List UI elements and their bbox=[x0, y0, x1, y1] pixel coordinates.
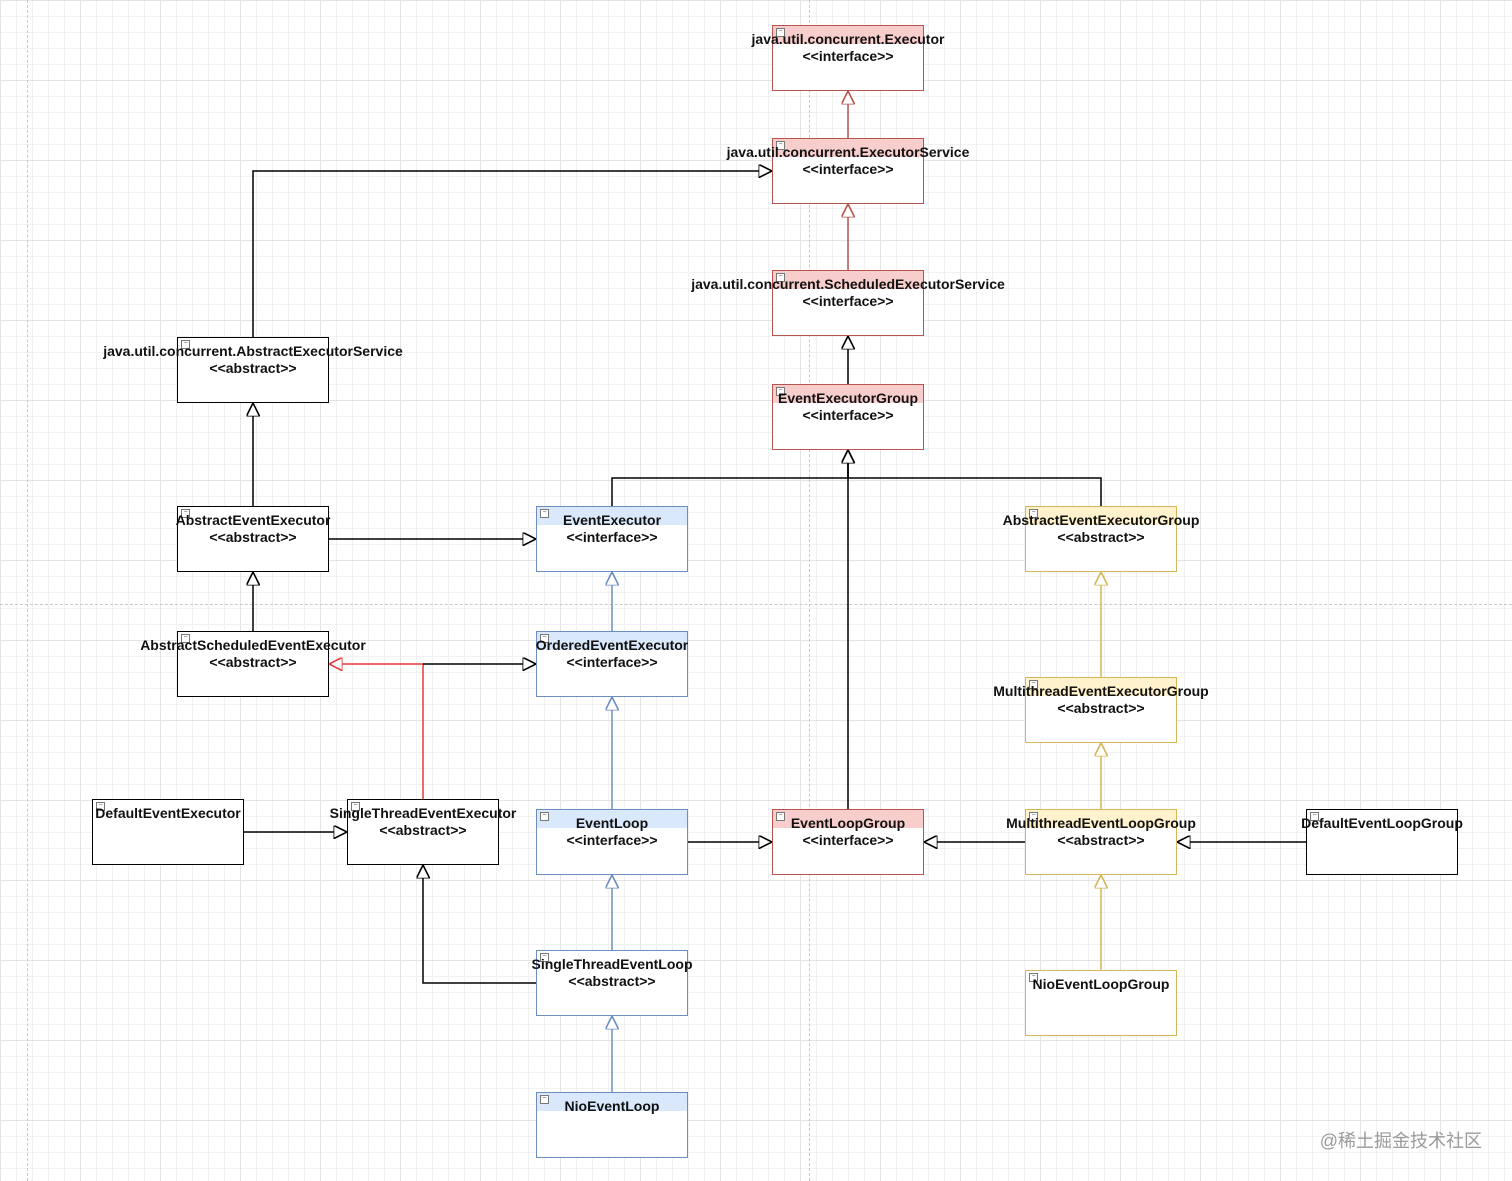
class-node-multithread-event-loop-group[interactable]: − MultithreadEventLoopGroup <<abstract>> bbox=[1006, 809, 1196, 875]
watermark: @稀土掘金技术社区 bbox=[1319, 1131, 1482, 1151]
node-title: EventLoopGroup bbox=[790, 815, 906, 831]
node-title: SingleThreadEventExecutor bbox=[329, 805, 517, 821]
node-title: MultithreadEventExecutorGroup bbox=[993, 683, 1209, 699]
node-title: java.util.concurrent.Executor bbox=[751, 31, 945, 47]
guide-line bbox=[27, 0, 28, 1181]
node-stereotype: <<abstract>> bbox=[568, 973, 656, 989]
node-stereotype: <<abstract>> bbox=[1057, 700, 1145, 716]
node-title: NioEventLoopGroup bbox=[1032, 976, 1170, 992]
node-stereotype: <<abstract>> bbox=[209, 360, 297, 376]
guide-line bbox=[809, 0, 810, 1181]
node-title: java.util.concurrent.AbstractExecutorSer… bbox=[103, 343, 403, 359]
edge-singleThreadEventLoop-to-singleThreadEventExecutor[interactable] bbox=[423, 865, 536, 984]
node-title: MultithreadEventLoopGroup bbox=[1006, 815, 1196, 831]
node-title: DefaultEventExecutor bbox=[95, 805, 241, 821]
edge-singleThreadEventExecutor-to-abstractScheduledEventExecutor[interactable] bbox=[329, 664, 424, 799]
node-title: EventExecutor bbox=[562, 512, 662, 528]
node-stereotype: <<interface>> bbox=[802, 48, 894, 64]
class-node-default-event-loop-group[interactable]: − DefaultEventLoopGroup bbox=[1301, 809, 1463, 875]
collapse-icon[interactable]: − bbox=[540, 953, 549, 962]
node-title: DefaultEventLoopGroup bbox=[1301, 815, 1463, 831]
node-stereotype: <<interface>> bbox=[802, 832, 894, 848]
collapse-icon[interactable]: − bbox=[540, 634, 549, 643]
class-node-single-thread-event-loop[interactable]: − SingleThreadEventLoop <<abstract>> bbox=[531, 950, 693, 1016]
node-title: AbstractEventExecutorGroup bbox=[1002, 512, 1200, 528]
class-node-event-executor-group[interactable]: − EventExecutorGroup <<interface>> bbox=[772, 384, 924, 450]
collapse-icon[interactable]: − bbox=[181, 340, 190, 349]
collapse-icon[interactable]: − bbox=[776, 387, 785, 396]
node-stereotype: <<interface>> bbox=[802, 407, 894, 423]
node-title: NioEventLoop bbox=[564, 1098, 660, 1114]
class-node-abstract-event-executor-group[interactable]: − AbstractEventExecutorGroup <<abstract>… bbox=[1003, 506, 1199, 572]
class-node-multithread-event-executor-group[interactable]: − MultithreadEventExecutorGroup <<abstra… bbox=[993, 677, 1209, 743]
collapse-icon[interactable]: − bbox=[1310, 812, 1319, 821]
class-node-single-thread-event-executor[interactable]: − SingleThreadEventExecutor <<abstract>> bbox=[330, 799, 516, 865]
node-title: java.util.concurrent.ExecutorService bbox=[726, 144, 970, 160]
class-node-abstract-executor-service[interactable]: − java.util.concurrent.AbstractExecutorS… bbox=[103, 337, 403, 403]
collapse-icon[interactable]: − bbox=[96, 802, 105, 811]
class-node-executor[interactable]: − java.util.concurrent.Executor <<interf… bbox=[752, 25, 944, 91]
collapse-icon[interactable]: − bbox=[181, 634, 190, 643]
node-title: AbstractEventExecutor bbox=[175, 512, 331, 528]
class-node-abstract-scheduled-event-executor[interactable]: − AbstractScheduledEventExecutor <<abstr… bbox=[140, 631, 366, 697]
class-node-event-executor[interactable]: − EventExecutor <<interface>> bbox=[536, 506, 688, 572]
collapse-icon[interactable]: − bbox=[1029, 812, 1038, 821]
class-node-abstract-event-executor[interactable]: − AbstractEventExecutor <<abstract>> bbox=[175, 506, 331, 572]
collapse-icon[interactable]: − bbox=[181, 509, 190, 518]
node-stereotype: <<interface>> bbox=[566, 654, 658, 670]
collapse-icon[interactable]: − bbox=[776, 141, 785, 150]
node-stereotype: <<interface>> bbox=[802, 161, 894, 177]
collapse-icon[interactable]: − bbox=[1029, 973, 1038, 982]
collapse-icon[interactable]: − bbox=[540, 812, 549, 821]
node-stereotype: <<abstract>> bbox=[1057, 529, 1145, 545]
node-title: SingleThreadEventLoop bbox=[531, 956, 693, 972]
collapse-icon[interactable]: − bbox=[776, 273, 785, 282]
edge-abstractEventExecutorGroup-to-eventExecutorGroup[interactable] bbox=[848, 450, 1102, 506]
collapse-icon[interactable]: − bbox=[1029, 680, 1038, 689]
class-node-event-loop-group[interactable]: − EventLoopGroup <<interface>> bbox=[772, 809, 924, 875]
class-node-nio-event-loop[interactable]: − NioEventLoop bbox=[536, 1092, 688, 1158]
node-title: OrderedEventExecutor bbox=[535, 637, 689, 653]
node-title: EventExecutorGroup bbox=[777, 390, 919, 406]
class-node-ordered-event-executor[interactable]: − OrderedEventExecutor <<interface>> bbox=[536, 631, 688, 697]
class-node-scheduled-executor-service[interactable]: − java.util.concurrent.ScheduledExecutor… bbox=[691, 270, 1005, 336]
node-stereotype: <<abstract>> bbox=[209, 654, 297, 670]
collapse-icon[interactable]: − bbox=[776, 28, 785, 37]
class-node-nio-event-loop-group[interactable]: − NioEventLoopGroup bbox=[1025, 970, 1177, 1036]
node-stereotype: <<abstract>> bbox=[1057, 832, 1145, 848]
class-node-default-event-executor[interactable]: − DefaultEventExecutor bbox=[92, 799, 244, 865]
collapse-icon[interactable]: − bbox=[1029, 509, 1038, 518]
node-title: AbstractScheduledEventExecutor bbox=[140, 637, 366, 653]
node-stereotype: <<interface>> bbox=[566, 832, 658, 848]
node-stereotype: <<interface>> bbox=[802, 293, 894, 309]
guide-line bbox=[0, 604, 1512, 605]
collapse-icon[interactable]: − bbox=[540, 1095, 549, 1104]
node-stereotype: <<abstract>> bbox=[379, 822, 467, 838]
class-node-event-loop[interactable]: − EventLoop <<interface>> bbox=[536, 809, 688, 875]
node-stereotype: <<interface>> bbox=[566, 529, 658, 545]
node-title: EventLoop bbox=[575, 815, 649, 831]
edge-abstractExecutorService-to-executorService[interactable] bbox=[252, 171, 772, 337]
edge-eventExecutor-to-eventExecutorGroup[interactable] bbox=[611, 450, 848, 506]
collapse-icon[interactable]: − bbox=[351, 802, 360, 811]
collapse-icon[interactable]: − bbox=[776, 812, 785, 821]
class-node-executor-service[interactable]: − java.util.concurrent.ExecutorService <… bbox=[727, 138, 969, 204]
node-stereotype: <<abstract>> bbox=[209, 529, 297, 545]
node-title: java.util.concurrent.ScheduledExecutorSe… bbox=[691, 276, 1005, 292]
collapse-icon[interactable]: − bbox=[540, 509, 549, 518]
